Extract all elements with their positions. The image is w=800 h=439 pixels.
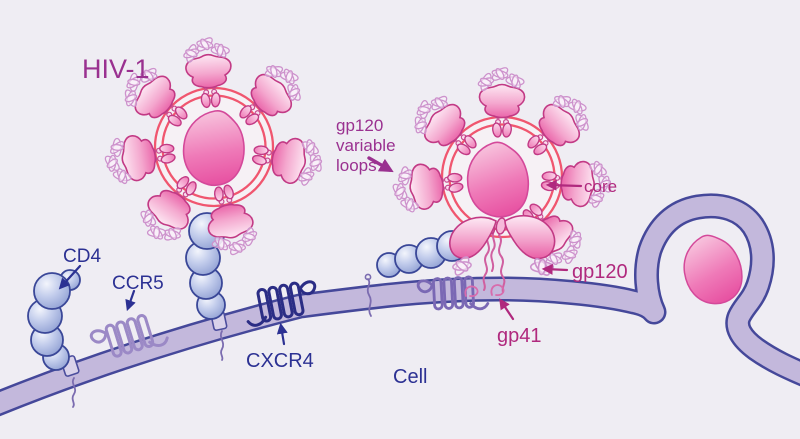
cd4-arrow — [58, 264, 82, 290]
gp41-arrow — [499, 298, 515, 321]
ccr5-label: CCR5 — [112, 273, 164, 294]
diagram-labels: HIV-1 gp120 variable loops core gp120 gp… — [63, 54, 628, 388]
cd4-receptor-free — [27, 269, 81, 377]
gp120-wing-left — [449, 216, 497, 260]
gp41-label: gp41 — [497, 325, 542, 347]
gp120-variable-loops-label: gp120 variable loops — [336, 116, 400, 175]
membrane-glycoproteins — [71, 273, 372, 408]
gp120-label: gp120 — [572, 261, 628, 283]
cell-membrane — [0, 193, 800, 417]
gp120-arrow — [541, 263, 569, 275]
gp120-variable-loops-arrow — [367, 156, 394, 173]
gp41-membrane-curl — [464, 285, 479, 298]
ccr5-arrow — [125, 289, 136, 312]
gp120-wing-right — [504, 215, 556, 260]
gp41-springs — [482, 232, 490, 291]
annotation-arrows — [58, 156, 583, 346]
hiv1-label: HIV-1 — [82, 54, 150, 84]
cell-label: Cell — [393, 366, 427, 388]
cxcr4-arrow — [276, 322, 288, 346]
cxcr4-label: CXCR4 — [246, 350, 314, 372]
cd4-label: CD4 — [63, 246, 101, 267]
core-label: core — [584, 177, 617, 196]
cell-membrane-fill — [0, 195, 800, 414]
hiv-virion-free — [99, 33, 329, 261]
hiv-virion-attached — [388, 65, 616, 279]
fusion-assembly — [447, 215, 559, 298]
core-arrow — [545, 179, 583, 191]
